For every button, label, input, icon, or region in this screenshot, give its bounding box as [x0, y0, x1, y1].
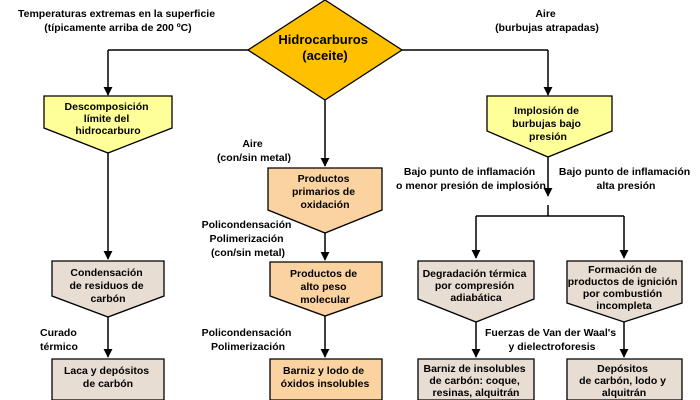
node-barniz-lodo	[269, 358, 383, 400]
text-barniz-insolubles: Barniz de insolubles de carbón: coque, r…	[423, 363, 528, 399]
label-policondensacion-1: Policondensación Polimerización (con/sin…	[202, 219, 295, 259]
label-bajo-punto-alta: Bajo punto de inflamación alta presión	[559, 166, 693, 192]
text-productos-primarios: Productos primarios de oxidación	[292, 173, 358, 211]
text-depositos: Depósitos de carbón, lodo y alquitrán	[579, 363, 669, 399]
node-hidrocarburos-diamond	[246, 0, 404, 101]
text-condensacion: Condensación de residuos de carbón	[69, 267, 146, 305]
text-implosion: Implosión de burbujas bajo presión	[512, 105, 584, 143]
label-curado-termico: Curado térmico	[40, 327, 80, 353]
node-implosion	[486, 95, 613, 158]
node-depositos	[566, 358, 683, 400]
label-aire-burbujas: Aire (burbujas atrapadas)	[495, 8, 599, 34]
node-productos-primarios	[267, 167, 383, 234]
node-formacion	[566, 260, 683, 323]
shapes	[43, 0, 683, 400]
node-descomposicion	[43, 95, 173, 154]
labels: Hidrocarburos (aceite) Temperaturas extr…	[18, 8, 693, 399]
text-laca: Laca y depósitos de carbón	[64, 365, 152, 390]
text-barniz-lodo: Barniz y lodo de óxidos insolubles	[281, 365, 370, 390]
label-bajo-punto-menor: Bajo punto de inflamación o menor presió…	[396, 166, 546, 192]
node-degradacion	[417, 260, 535, 323]
node-alto-peso	[269, 261, 383, 317]
hidrocarburos-title: Hidrocarburos (aceite)	[278, 32, 371, 63]
connectors	[103, 49, 629, 358]
text-alto-peso: Productos de alto peso molecular	[290, 268, 360, 306]
label-temperaturas: Temperaturas extremas en la superficie (…	[18, 8, 218, 34]
node-barniz-insolubles	[417, 358, 535, 400]
text-formacion: Formación de productos de ignición por c…	[568, 264, 681, 312]
label-policondensacion-2: Policondensación Polimerización	[202, 327, 295, 353]
label-aire-metal: Aire (con/sin metal)	[217, 138, 291, 164]
text-descomposicion: Descomposición límite del hidrocarburo	[65, 101, 152, 137]
node-laca	[51, 358, 165, 400]
label-fuerzas-van-der-waals: Fuerzas de Van der Waal's y dielectrofor…	[485, 327, 619, 353]
node-condensacion	[51, 260, 165, 318]
text-degradacion: Degradación térmica por compresión adiab…	[423, 268, 530, 304]
